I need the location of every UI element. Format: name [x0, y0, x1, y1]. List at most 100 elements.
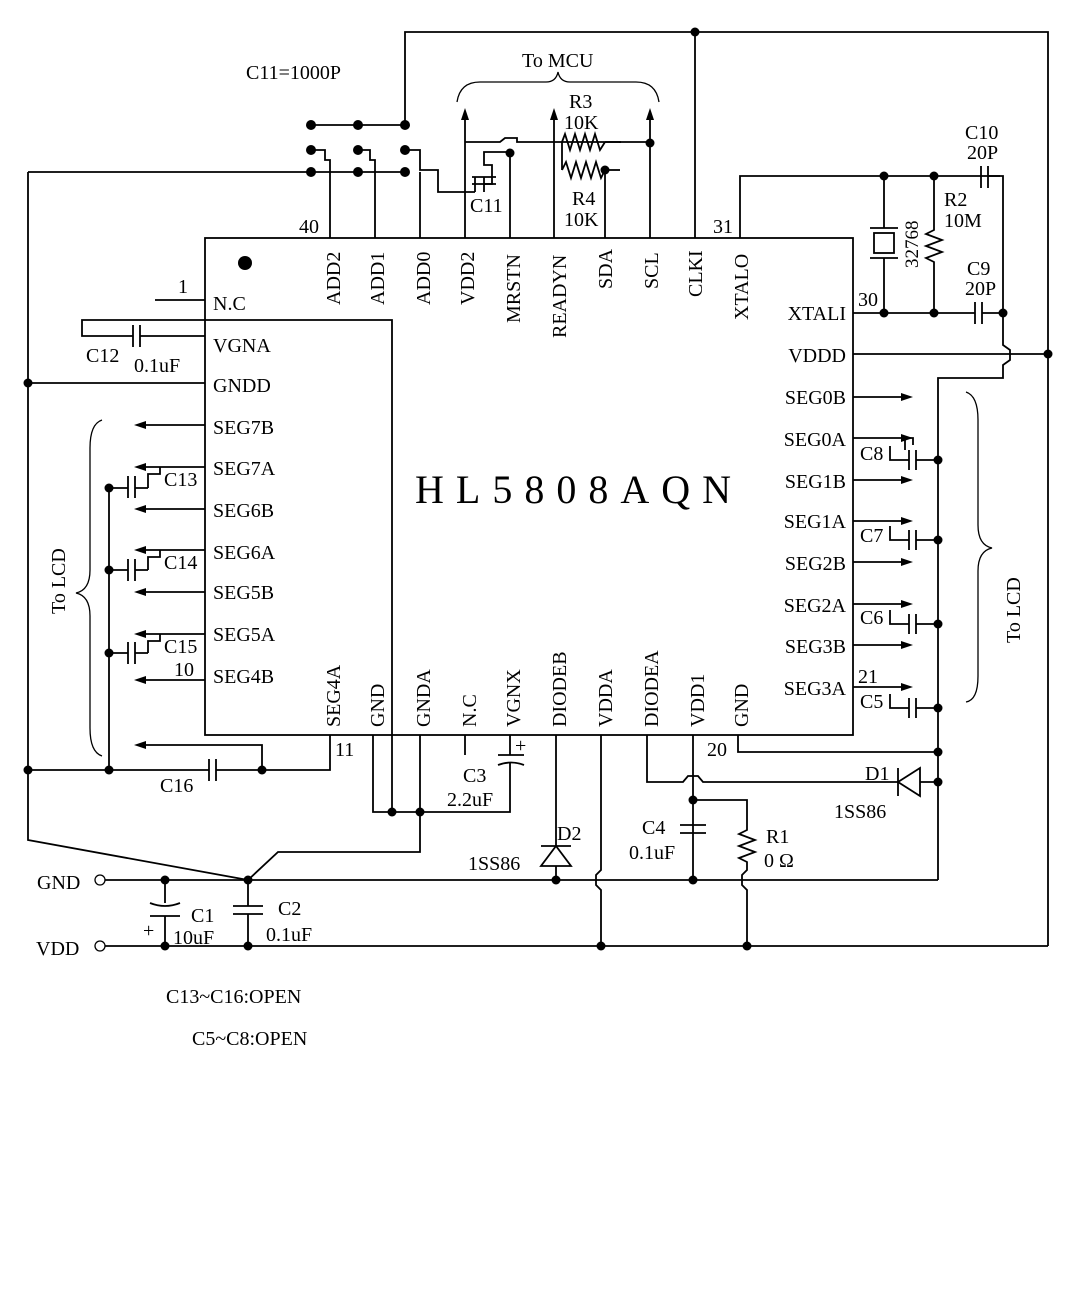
- add0-wire: [405, 149, 458, 193]
- r1-value: 0 Ω: [764, 850, 794, 872]
- pin-label-left: SEG4B: [213, 666, 274, 688]
- to-lcd-right-brace: [965, 391, 993, 703]
- chip-name: HL5808AQN: [415, 467, 743, 512]
- c9-ground: [937, 312, 1011, 880]
- c13-lead: [147, 467, 161, 488]
- diodea-wire: [646, 735, 880, 783]
- pin-label-right: SEG3A: [784, 678, 847, 700]
- pin-label-bottom: GND: [367, 684, 389, 727]
- r1-label: R1: [766, 826, 789, 848]
- c16-label: C16: [160, 775, 193, 797]
- pin-label-top: SCL: [641, 252, 663, 289]
- c5-label: C5: [860, 691, 883, 713]
- c14-lead: [147, 550, 161, 570]
- pin-label-left: SEG7B: [213, 417, 274, 439]
- c10-label: C10: [965, 122, 998, 144]
- seg2b-arrow: [901, 558, 913, 566]
- pin-label-top: ADD2: [323, 252, 345, 305]
- seg7b-arrow: [134, 421, 146, 429]
- c6-label: C6: [860, 607, 883, 629]
- left-ground-wire: [27, 172, 249, 881]
- gnd20-wire: [737, 735, 938, 753]
- inner-ground-line: [205, 319, 393, 735]
- pin-label-left: SEG6A: [213, 542, 276, 564]
- junction-dot: [933, 747, 943, 757]
- to-lcd-right-label: To LCD: [1003, 577, 1025, 643]
- c10-value: 20P: [967, 142, 998, 164]
- seg4a-wire: [216, 735, 331, 771]
- pin-number-21: 21: [858, 666, 878, 688]
- pin-label-bottom: SEG4A: [323, 664, 345, 727]
- r4-label: R4: [572, 188, 595, 210]
- pin-number-11: 11: [335, 739, 354, 761]
- c9-value: 20P: [965, 278, 996, 300]
- seg1a-arrow: [901, 517, 913, 525]
- pin-label-left: VGNA: [213, 335, 271, 357]
- pin-label-bottom: N.C: [459, 694, 481, 727]
- d1-value: 1SS86: [834, 801, 886, 823]
- seg5a-arrow: [134, 630, 146, 638]
- pin-label-top: VDD2: [457, 252, 479, 305]
- junction-dot: [23, 378, 33, 388]
- junction-dot: [505, 148, 515, 158]
- pin-label-top: ADD0: [413, 252, 435, 305]
- junction-dot: [933, 703, 943, 713]
- d1-triangle: [896, 766, 921, 798]
- d2-label: D2: [557, 823, 581, 845]
- to-mcu-brace: [456, 71, 660, 103]
- junction-dot: [879, 308, 889, 318]
- c3-plus: +: [515, 735, 526, 757]
- c12-wire: [81, 319, 205, 337]
- c6-lead: [889, 610, 909, 625]
- r3-label: R3: [569, 91, 592, 113]
- c8-label: C8: [860, 443, 883, 465]
- pin-label-left: SEG7A: [213, 458, 276, 480]
- pin-label-right: XTALI: [788, 303, 846, 325]
- junction-dot: [933, 619, 943, 629]
- vdd-label: VDD: [36, 938, 79, 960]
- seg4a-out: [142, 744, 263, 770]
- crystal-label: 32768: [902, 221, 923, 269]
- r2-label: R2: [944, 189, 967, 211]
- junction-dot: [690, 27, 700, 37]
- pin-label-top: ADD1: [367, 252, 389, 305]
- c3-plate-curved: [497, 761, 525, 766]
- junction-dot: [929, 308, 939, 318]
- pin-label-right: SEG1A: [784, 511, 847, 533]
- pin-label-bottom: DIODEA: [641, 650, 663, 727]
- vdda-wire: [595, 735, 602, 946]
- pin-label-left: N.C: [213, 293, 246, 315]
- note-c5-c8: C5~C8:OPEN: [192, 1028, 307, 1050]
- pin1-marker: [238, 256, 252, 270]
- seg5b-arrow: [134, 588, 146, 596]
- pin-label-bottom: VGNX: [503, 669, 525, 727]
- junction-dot: [933, 777, 943, 787]
- r2-resistor: [923, 176, 945, 313]
- pin-label-right: VDDD: [788, 345, 846, 367]
- c12-label: C12: [86, 345, 119, 367]
- pin-number-20: 20: [707, 739, 727, 761]
- pin-label-left: SEG5B: [213, 582, 274, 604]
- pin-label-top: CLKI: [685, 250, 707, 297]
- c2-label: C2: [278, 898, 301, 920]
- pin-label-right: SEG3B: [785, 636, 846, 658]
- add2-wire: [311, 149, 331, 238]
- pin-label-bottom: VDD1: [687, 674, 709, 727]
- scl-arrow: [646, 108, 654, 120]
- c7-label: C7: [860, 525, 883, 547]
- jumper-dot: [353, 167, 363, 177]
- c3-label: C3: [463, 765, 486, 787]
- junction-dot: [933, 455, 943, 465]
- pin-label-bottom: GND: [731, 684, 753, 727]
- seg4b-arrow: [134, 676, 146, 684]
- pin-label-right: SEG0A: [784, 429, 847, 451]
- readyn-arrow: [550, 108, 558, 120]
- pin-label-top: SDA: [595, 248, 617, 289]
- c10-wire: [988, 175, 1004, 313]
- seg3a-arrow: [901, 683, 913, 691]
- to-lcd-left-brace: [75, 419, 103, 757]
- pin-label-bottom: GNDA: [413, 669, 435, 727]
- seg0b-arrow: [901, 393, 913, 401]
- c1-label: C1: [191, 905, 214, 927]
